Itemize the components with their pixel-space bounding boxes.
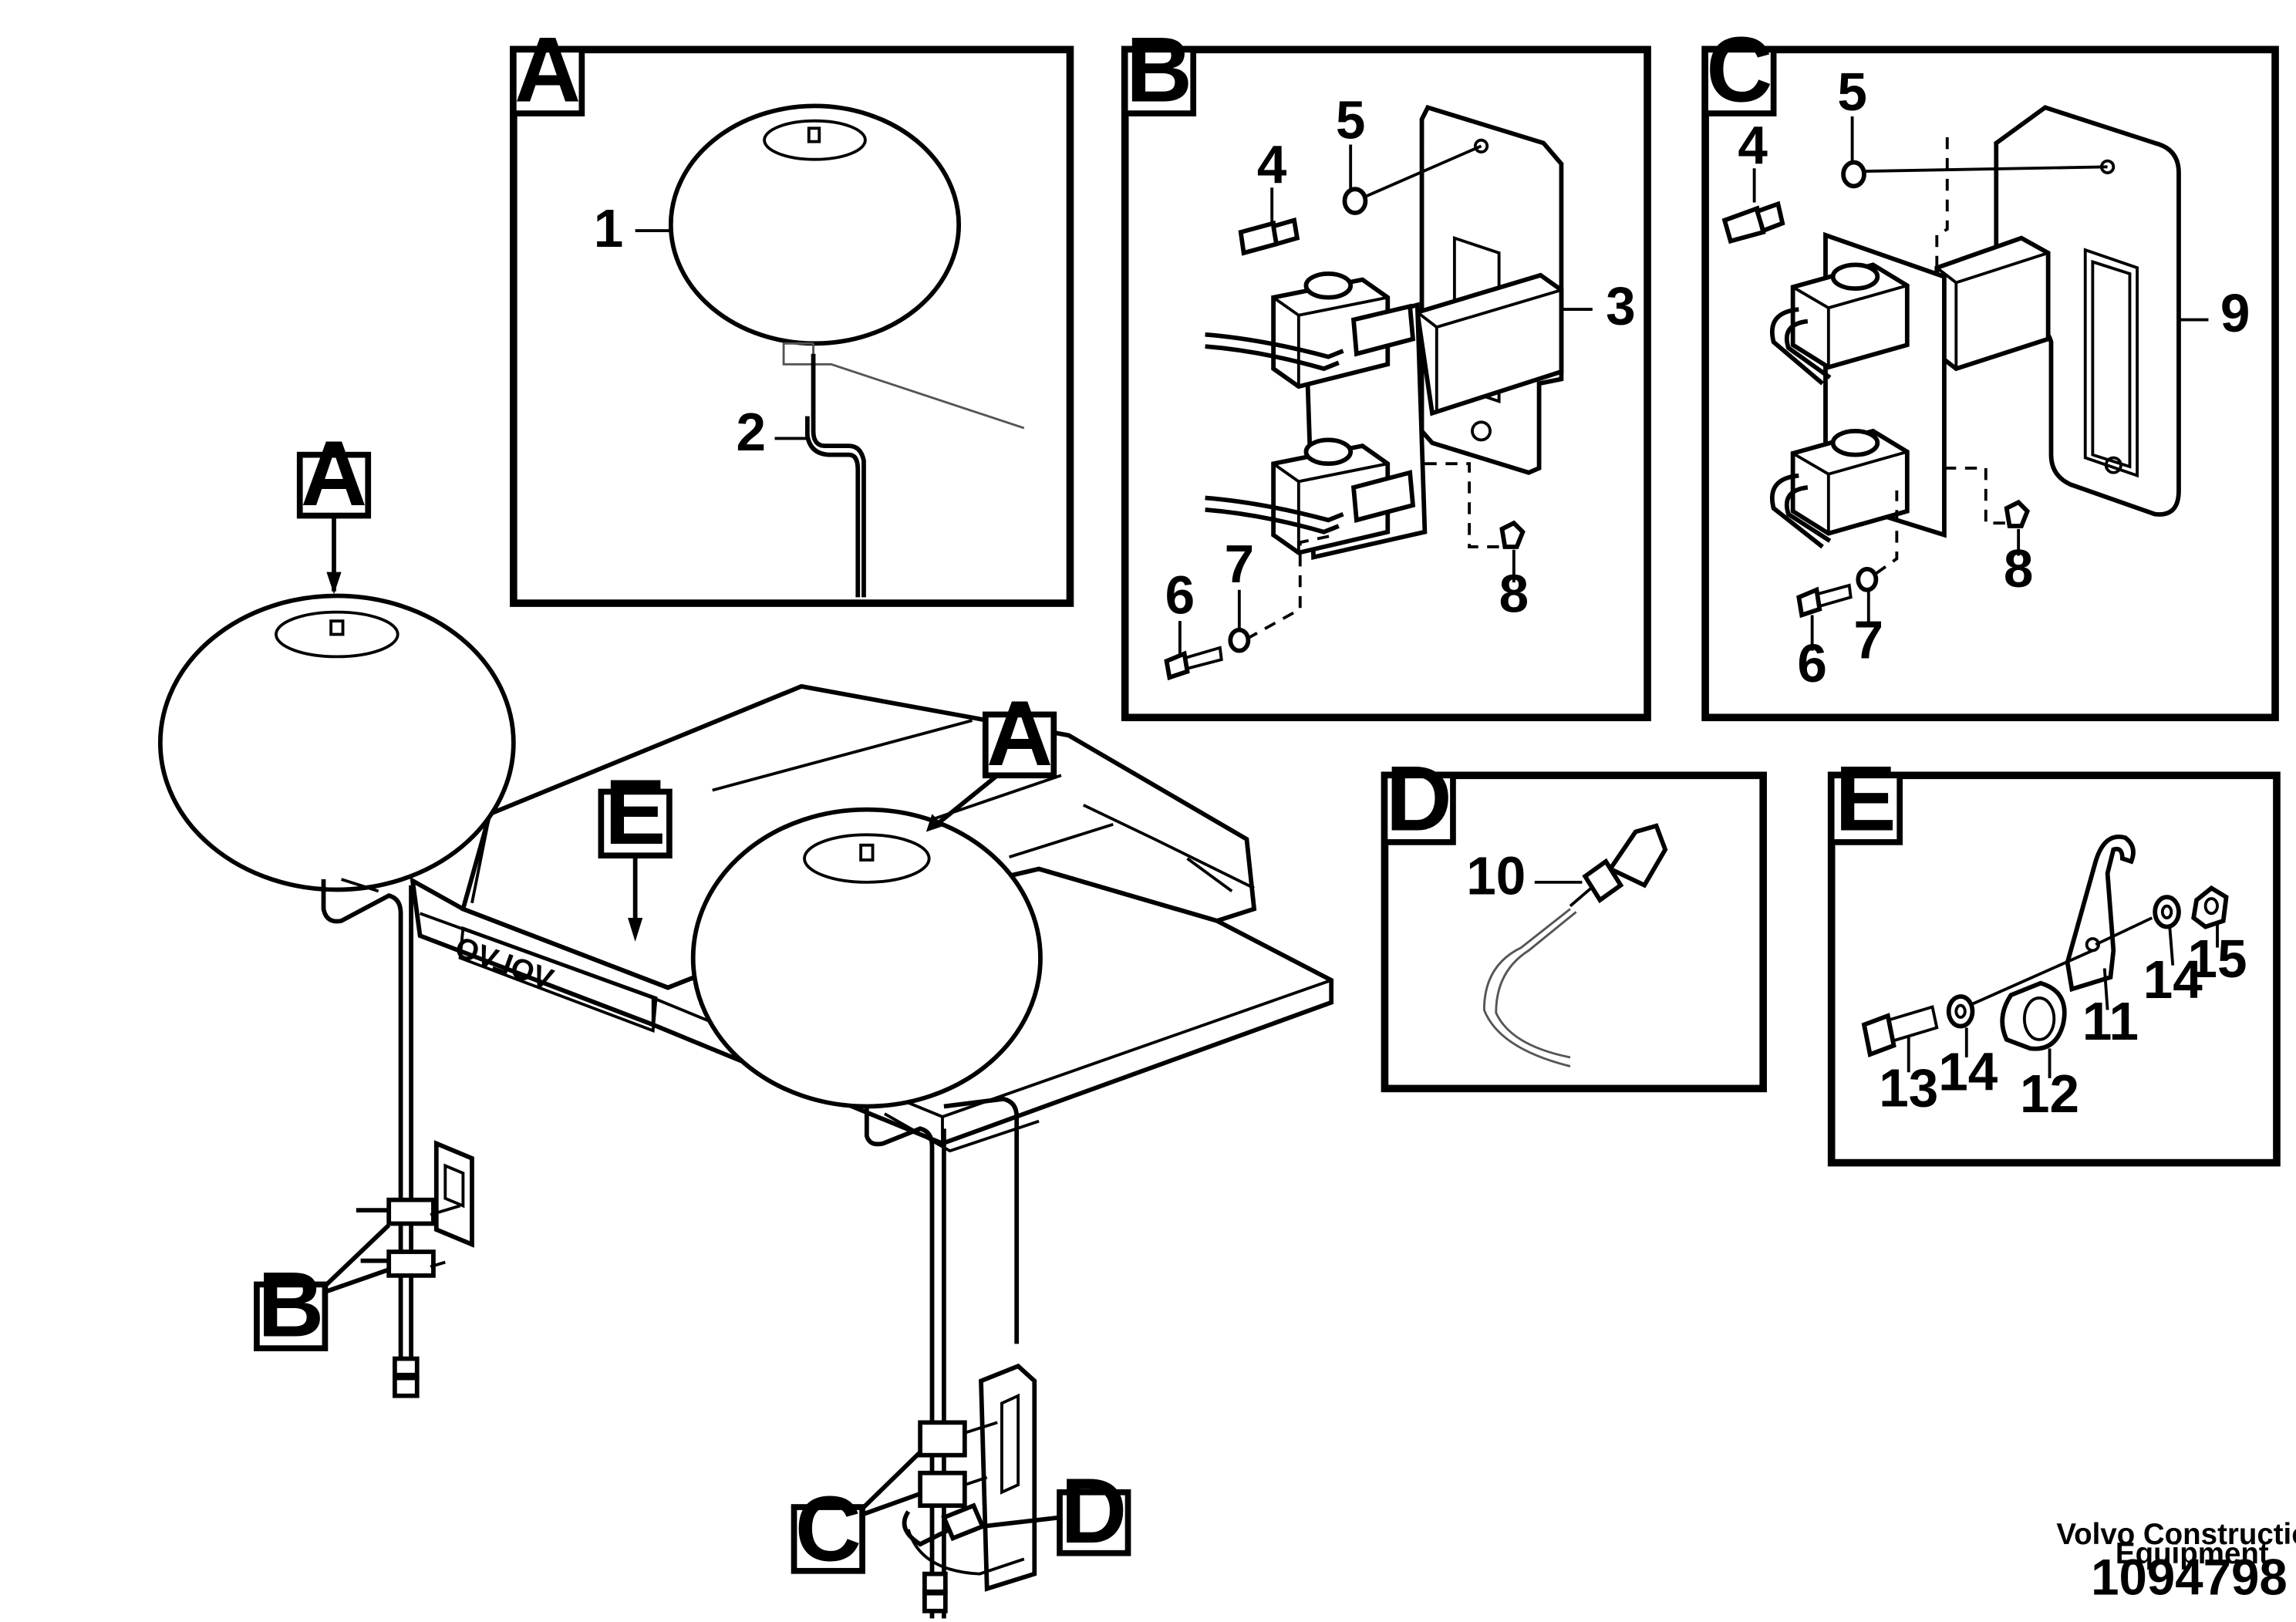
callout-6: 6	[1165, 565, 1195, 654]
part-number-14-left: 14	[1938, 1041, 1998, 1101]
callout-C: C	[791, 1450, 922, 1580]
credit-line-1: Volvo Construction	[2056, 1518, 2296, 1551]
part-number-14-right: 14	[2143, 949, 2203, 1010]
panel-a: A 1 2	[510, 19, 1074, 607]
main-assembly: VOLVO	[157, 593, 1334, 1619]
callout-14-right: 14	[2143, 928, 2203, 1010]
label-a-center: A	[986, 683, 1053, 785]
callout-7: 7	[1225, 534, 1255, 629]
label-c-main: C	[795, 1478, 861, 1580]
label-a-left: A	[301, 423, 367, 525]
callout-E: E	[598, 761, 673, 942]
part-number-4: 4	[1257, 134, 1287, 194]
callout-c-4: 4	[1738, 115, 1768, 203]
part-number-5: 5	[1336, 90, 1366, 150]
callout-A-center: A	[925, 683, 1057, 832]
callout-c-6: 6	[1797, 615, 1827, 693]
callout-3: 3	[1561, 275, 1636, 336]
panel-c-title: C	[1706, 19, 1772, 122]
callout-10: 10	[1466, 845, 1583, 905]
callout-2: 2	[736, 402, 807, 462]
callout-8: 8	[1499, 549, 1529, 624]
part-number-9: 9	[2220, 283, 2250, 343]
part-number-7: 7	[1225, 534, 1255, 594]
center-beacon-lamp	[690, 807, 1043, 1619]
callout-13: 13	[1879, 1035, 1938, 1118]
callout-A-left: A	[296, 423, 372, 595]
panel-c: C	[1701, 19, 2279, 722]
callout-B: B	[254, 1223, 391, 1357]
panel-b: B	[1121, 19, 1651, 722]
part-number-c-4: 4	[1738, 115, 1768, 175]
callout-1: 1	[594, 198, 671, 258]
callout-14-left: 14	[1938, 1027, 1998, 1101]
callout-5: 5	[1336, 90, 1366, 190]
callout-12: 12	[2020, 1048, 2079, 1124]
credit-block: Volvo Construction Equipment 1094798	[2056, 1518, 2296, 1605]
part-number-8: 8	[1499, 564, 1529, 624]
callout-c-5: 5	[1837, 62, 1867, 161]
callout-9: 9	[2178, 283, 2250, 343]
part-number-6: 6	[1165, 565, 1195, 626]
panel-e: E 11 12 13 14	[1827, 748, 2281, 1167]
drawing-part-number: 1094798	[2091, 1549, 2288, 1606]
callout-c-8: 8	[2004, 528, 2034, 599]
part-number-3: 3	[1606, 275, 1636, 336]
panel-d: D 10	[1381, 748, 1767, 1093]
part-number-2: 2	[736, 402, 766, 462]
label-d-main: D	[1060, 1460, 1127, 1563]
callout-D: D	[982, 1460, 1131, 1563]
panel-a-title: A	[514, 19, 581, 122]
left-beacon-lamp	[157, 593, 516, 1398]
part-number-11: 11	[2082, 991, 2139, 1051]
part-number-c-5: 5	[1837, 62, 1867, 122]
part-number-c-7: 7	[1854, 609, 1884, 669]
panel-b-title: B	[1126, 19, 1192, 122]
part-number-13: 13	[1879, 1057, 1938, 1118]
callout-15: 15	[2187, 923, 2247, 989]
part-number-c-8: 8	[2004, 538, 2034, 599]
part-number-12: 12	[2020, 1064, 2079, 1124]
credit-line-2: Equipment	[2116, 1537, 2269, 1570]
callout-4: 4	[1257, 134, 1287, 224]
part-number-10: 10	[1466, 845, 1526, 905]
panel-d-title: D	[1386, 748, 1452, 851]
label-b-main: B	[258, 1254, 324, 1357]
panel-e-title: E	[1835, 748, 1896, 851]
callout-11: 11	[2082, 968, 2139, 1051]
callout-c-7: 7	[1854, 591, 1884, 669]
part-number-15: 15	[2187, 929, 2247, 989]
left-mount-bracket	[356, 1140, 474, 1278]
part-number-c-6: 6	[1797, 633, 1827, 693]
right-mount-bracket	[902, 1363, 1037, 1592]
label-e-main: E	[605, 761, 666, 864]
part-number-1: 1	[594, 198, 624, 258]
